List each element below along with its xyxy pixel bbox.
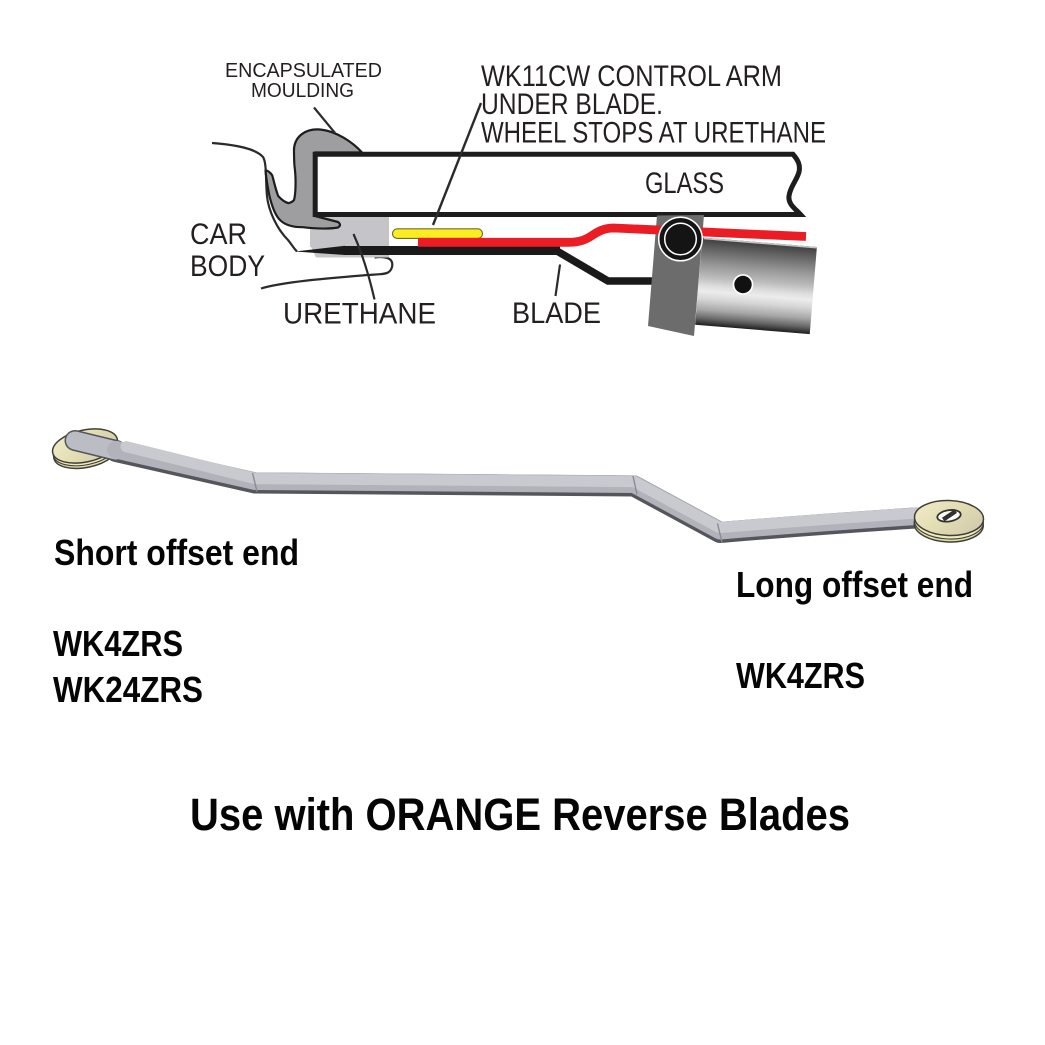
svg-text:Short offset end: Short offset end bbox=[54, 532, 299, 573]
svg-text:BODY: BODY bbox=[190, 250, 265, 283]
svg-text:URETHANE: URETHANE bbox=[283, 298, 436, 331]
svg-text:UNDER BLADE.: UNDER BLADE. bbox=[481, 88, 663, 121]
svg-text:GLASS: GLASS bbox=[645, 167, 724, 200]
svg-text:WK4ZRS: WK4ZRS bbox=[736, 655, 865, 696]
svg-text:BLADE: BLADE bbox=[512, 297, 601, 330]
svg-text:CAR: CAR bbox=[190, 218, 247, 251]
svg-text:Long offset end: Long offset end bbox=[736, 564, 973, 605]
svg-text:WK24ZRS: WK24ZRS bbox=[53, 669, 203, 710]
svg-text:WK4ZRS: WK4ZRS bbox=[53, 623, 183, 664]
svg-text:WHEEL STOPS AT URETHANE: WHEEL STOPS AT URETHANE bbox=[481, 117, 826, 150]
svg-text:Use with ORANGE Reverse Blades: Use with ORANGE Reverse Blades bbox=[190, 789, 850, 840]
svg-text:ENCAPSULATED: ENCAPSULATED bbox=[225, 59, 382, 82]
svg-text:WK11CW CONTROL ARM: WK11CW CONTROL ARM bbox=[481, 60, 782, 93]
svg-text:MOULDING: MOULDING bbox=[251, 79, 354, 102]
